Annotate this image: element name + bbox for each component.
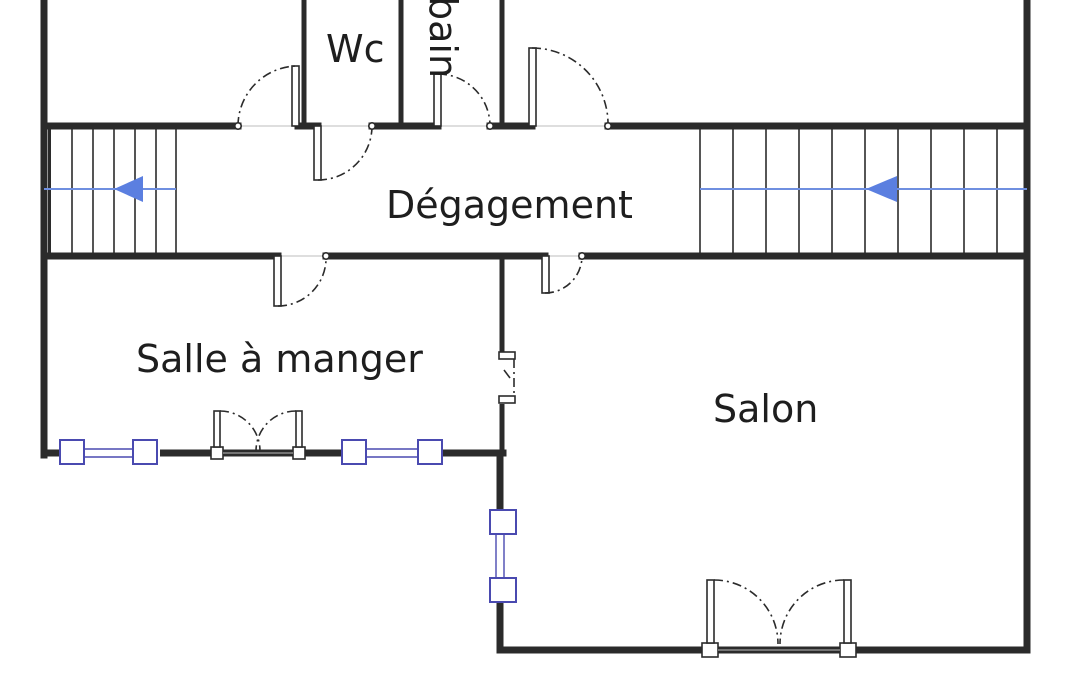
window-salon-left	[489, 509, 517, 603]
window-salle-right	[341, 439, 443, 465]
room-labels: Wc bain Dégagement Salle à manger Salon	[136, 0, 818, 431]
room-label-bain: bain	[421, 0, 465, 78]
stair-right	[699, 129, 1027, 253]
arrow-left-icon	[114, 176, 143, 202]
arrow-left-icon	[866, 176, 897, 202]
room-label-wc: Wc	[326, 27, 384, 71]
room-label-salle-a-manger: Salle à manger	[136, 337, 423, 381]
window-salle-left	[59, 439, 160, 465]
door-right-room-top	[528, 47, 612, 131]
door-bain	[433, 73, 494, 131]
door-salon-top	[541, 252, 586, 294]
door-salle-a-manger	[273, 252, 330, 307]
double-door-salle-a-manger	[210, 410, 306, 460]
stair-left	[44, 129, 177, 253]
room-label-salon: Salon	[713, 387, 818, 431]
room-label-degagement: Dégagement	[386, 183, 633, 227]
sliding-door-salle-salon	[498, 351, 516, 404]
door-wc	[313, 122, 376, 181]
double-door-salon	[701, 579, 857, 658]
door-left-room-top	[234, 65, 300, 131]
